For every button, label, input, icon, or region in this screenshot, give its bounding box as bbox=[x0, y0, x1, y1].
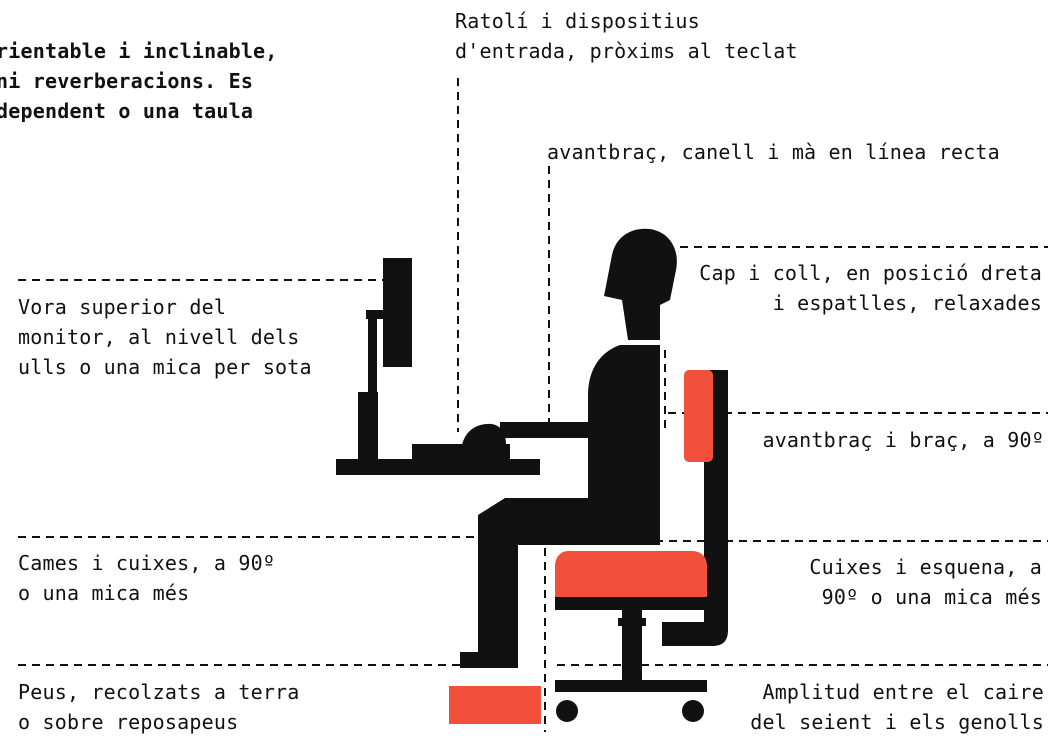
monitor-screen bbox=[383, 258, 412, 367]
chair-post bbox=[622, 610, 642, 680]
label-legs: Cames i cuixes, a 90º o una mica més bbox=[18, 551, 276, 605]
label-wrist: avantbraç, canell i mà en línea recta bbox=[547, 140, 1000, 164]
chair-seat-base bbox=[555, 597, 707, 610]
label-seat: Amplitud entre el caire del seient i els… bbox=[750, 680, 1044, 734]
label-top-left: rientable i inclinable, ni reverberacion… bbox=[0, 39, 278, 123]
shin bbox=[460, 515, 518, 668]
chair-wheel-right bbox=[682, 700, 704, 722]
keyboard bbox=[412, 444, 510, 459]
hand bbox=[462, 423, 506, 445]
forearm bbox=[500, 398, 620, 438]
label-feet: Peus, recolzats a terra o sobre reposape… bbox=[18, 680, 300, 734]
label-monitor: Vora superior del monitor, al nivell del… bbox=[18, 295, 312, 379]
chair-seat bbox=[555, 551, 707, 597]
label-elbow: avantbraç i braç, a 90º bbox=[762, 428, 1044, 452]
head bbox=[604, 228, 677, 340]
chair-backrest bbox=[684, 370, 713, 462]
monitor-post bbox=[368, 312, 377, 392]
label-back: Cuixes i esquena, a 90º o una mica més bbox=[809, 555, 1042, 609]
shoe bbox=[449, 686, 541, 724]
chair-post-cap bbox=[618, 618, 646, 626]
chair-wheel-left bbox=[556, 700, 578, 722]
torso bbox=[588, 345, 660, 505]
chair-base bbox=[555, 680, 707, 692]
thigh bbox=[478, 498, 660, 545]
label-mouse: Ratolí i dispositius d'entrada, pròxims … bbox=[455, 9, 798, 63]
label-head: Cap i coll, en posició dreta i espatlles… bbox=[699, 261, 1042, 315]
chair bbox=[555, 370, 728, 722]
desk bbox=[336, 459, 540, 475]
person bbox=[460, 228, 677, 668]
monitor-base bbox=[358, 392, 378, 459]
